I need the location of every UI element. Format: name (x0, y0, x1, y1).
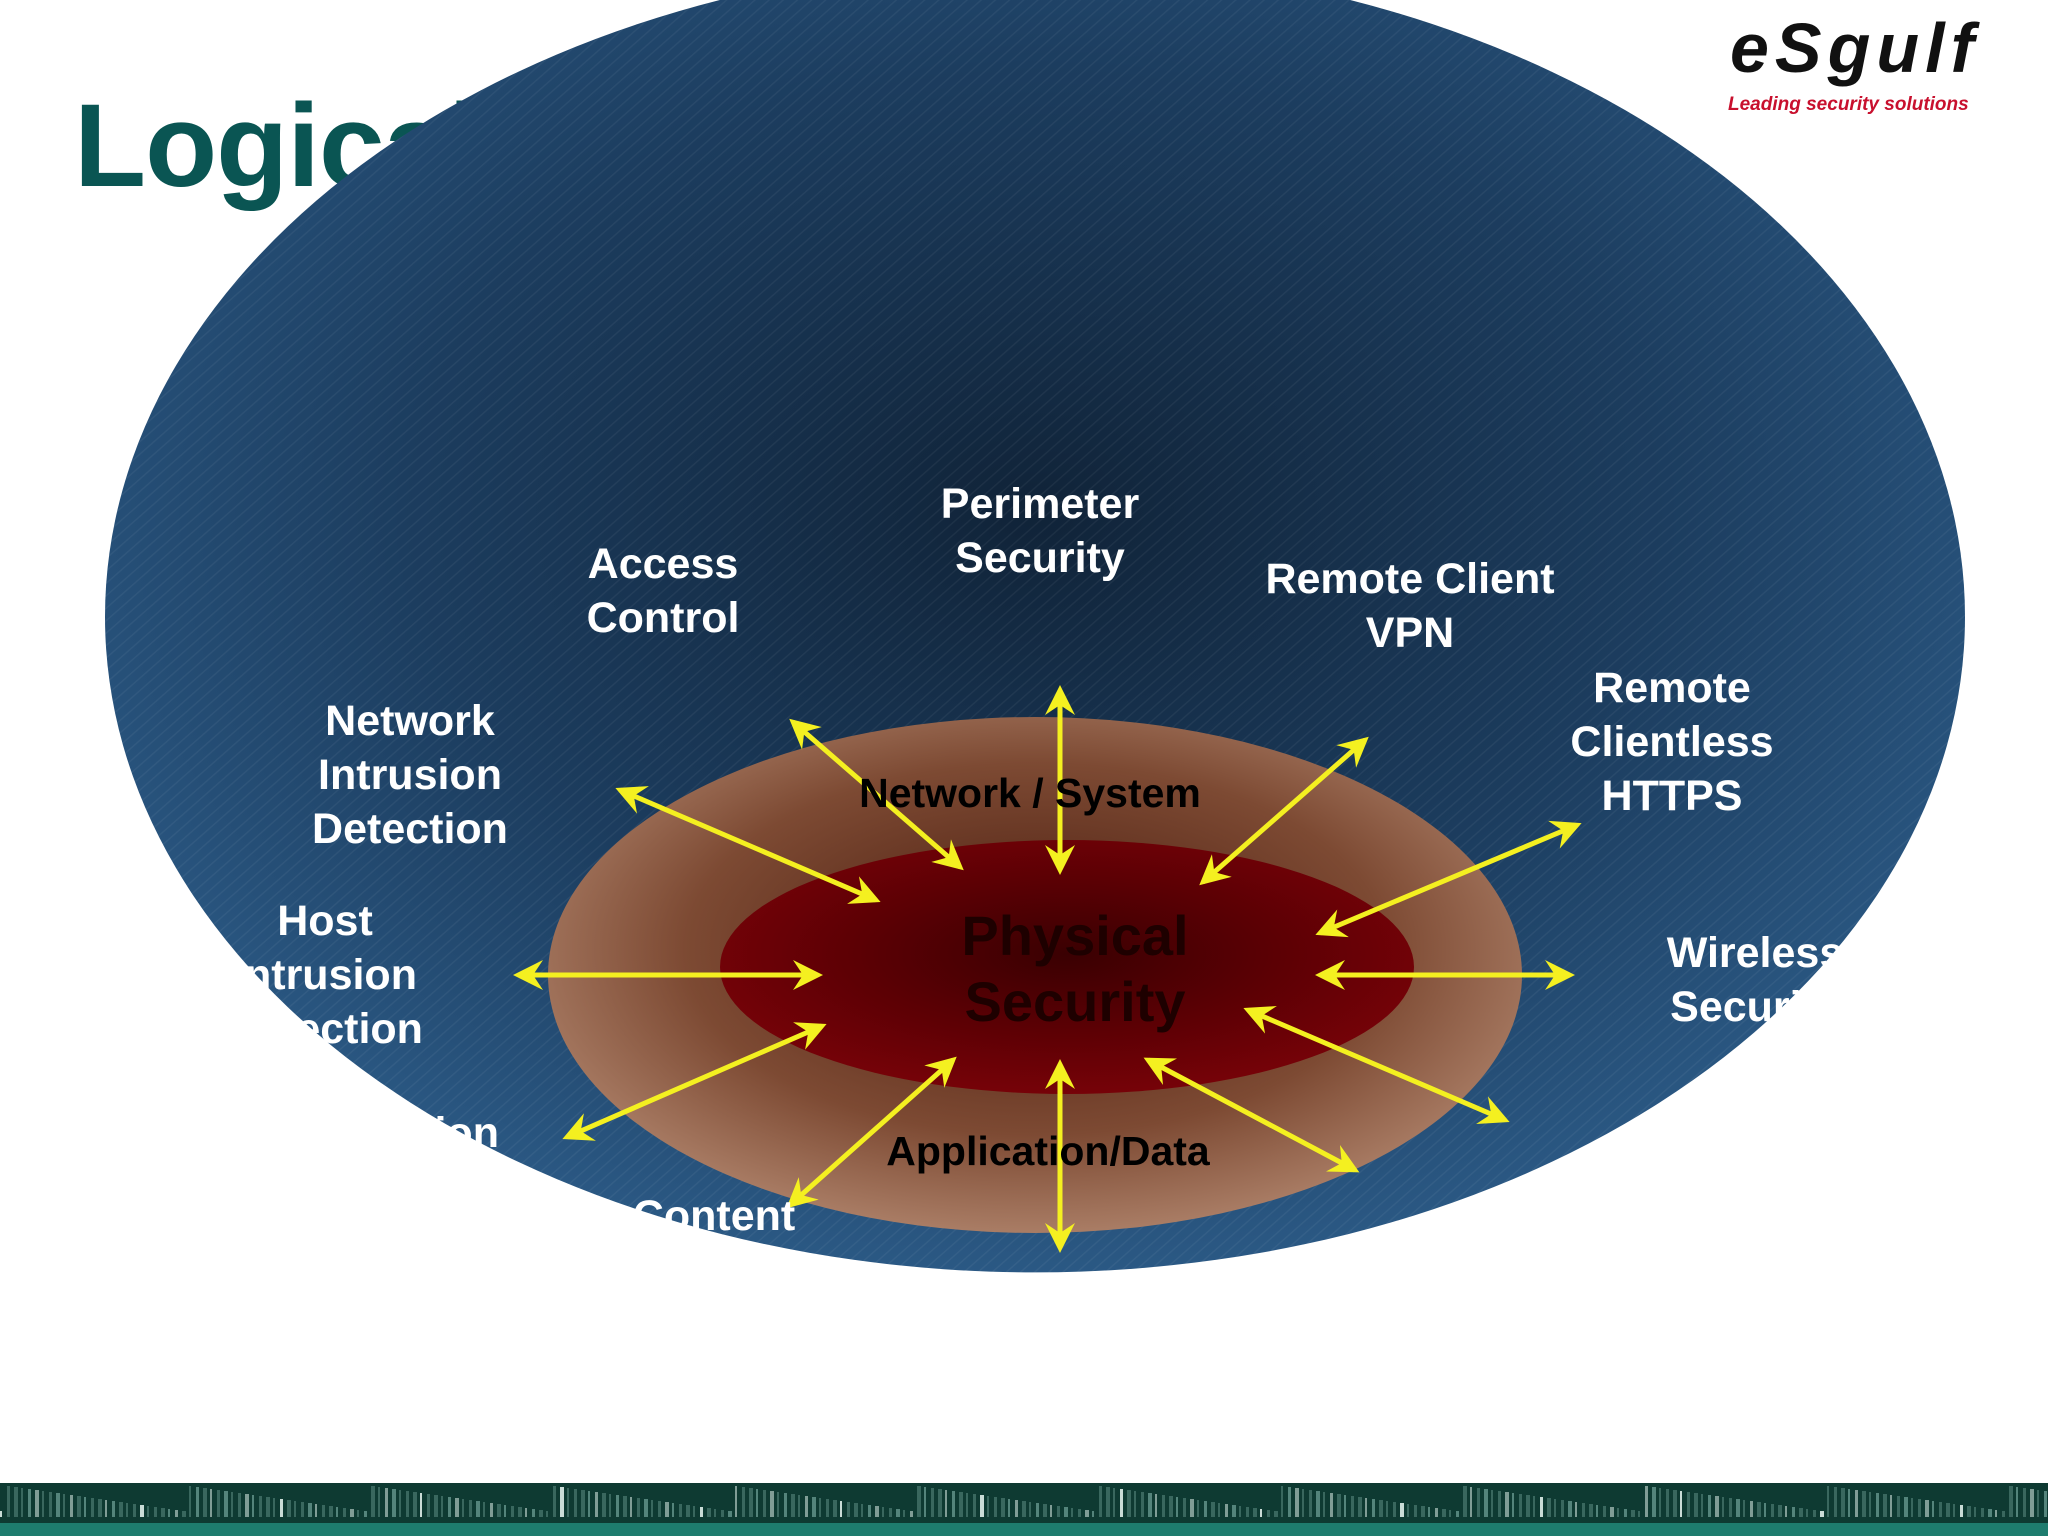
arrow-network-intrusion-detection (615, 786, 881, 904)
core-label-physical-security-line: Security (965, 970, 1186, 1033)
core-label-physical-security-line: Physical (961, 904, 1188, 967)
outer-label-access-control-line: Access (588, 540, 739, 588)
outer-label-network-intrusion-detection-line: Detection (312, 805, 508, 853)
arrow-remote-clientless-https (1315, 820, 1582, 938)
arrow-intrusion-prevention (562, 1022, 827, 1141)
outer-label-antivirus-line: Antivirus (1577, 1147, 1763, 1195)
ring-label-application-data-line: Application/Data (886, 1128, 1211, 1174)
outer-label-content-filtering-anti-spam-line: Filtering (629, 1246, 799, 1294)
company-logo: eSgulf Leading security solutions (1722, 8, 2032, 120)
outer-label-disaster-recovery-line: Recovery (958, 1351, 1152, 1399)
arrow-antivirus (1243, 1006, 1510, 1124)
ring-label-network-system-line: Network / System (859, 770, 1201, 816)
outer-label-perimeter-security-line: Perimeter (941, 480, 1140, 528)
outer-label-content-filtering-anti-spam-line: Content (633, 1192, 795, 1240)
outer-label-network-intrusion-detection-line: Network (325, 697, 495, 745)
outer-label-data-encryption-line: Data (1333, 1229, 1427, 1277)
outer-label-remote-client-vpn-line: VPN (1366, 609, 1454, 657)
outer-label-wireless-security-line: Wireless (1667, 929, 1844, 977)
arrow-remote-client-vpn (1199, 736, 1369, 886)
outer-label-host-intrusion-detection-line: Detection (227, 1005, 423, 1053)
outer-label-remote-clientless-https-line: Remote (1593, 664, 1751, 712)
outer-label-host-intrusion-detection-line: Intrusion (233, 951, 417, 999)
outer-label-network-intrusion-detection-line: Intrusion (318, 751, 502, 799)
arrow-data-encryption (1143, 1057, 1360, 1173)
outer-label-antivirus: Antivirus (1577, 1147, 1763, 1195)
outer-label-access-control-line: Control (587, 594, 740, 642)
connector-arrows (513, 685, 1582, 1253)
outer-label-disaster-recovery-line: Disaster (970, 1297, 1140, 1345)
outer-label-host-intrusion-detection-line: Host (277, 897, 373, 945)
outer-label-remote-client-vpn-line: Remote Client (1265, 555, 1554, 603)
ring-label-network-system: Network / System (859, 770, 1201, 816)
outer-label-content-filtering-anti-spam-line: Anti-spam (609, 1300, 819, 1348)
outer-label-intrusion-prevention-line: Intrusion (315, 1109, 499, 1157)
outer-label-wireless-security-line: Security (1670, 983, 1840, 1031)
outer-label-data-encryption-line: Encryption (1268, 1283, 1493, 1331)
footer-decorative-strip (0, 1483, 2048, 1536)
outer-label-perimeter-security-line: Security (955, 534, 1125, 582)
logo-wordmark: eSgulf (1730, 9, 1980, 87)
outer-label-remote-clientless-https-line: Clientless (1570, 718, 1773, 766)
ring-label-application-data: Application/Data (886, 1128, 1211, 1174)
arrow-content-filtering (786, 1056, 957, 1209)
outer-label-intrusion-prevention-line: Prevention (296, 1163, 518, 1211)
outer-label-remote-clientless-https-line: HTTPS (1602, 772, 1743, 820)
logo-tagline: Leading security solutions (1728, 94, 1969, 115)
core-physical-security (720, 840, 1414, 1094)
